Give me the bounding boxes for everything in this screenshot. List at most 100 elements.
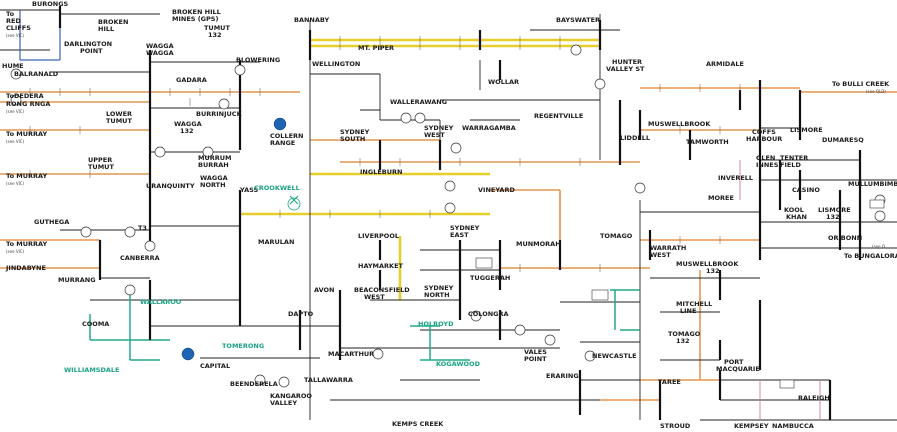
- label-avon: AVON: [314, 286, 334, 294]
- generators: [10, 44, 886, 389]
- label-wollar: WOLLAR: [488, 78, 519, 86]
- label-tumut-132: 132: [208, 31, 222, 39]
- generator-icon: [594, 78, 606, 90]
- label-muswellbrook-132: MUSWELLBROOK: [676, 260, 739, 268]
- label-beaconsfield-2: WEST: [364, 293, 385, 301]
- label-to-bulli-creek: To BULLI CREEK: [832, 80, 890, 88]
- transformer-icon: [475, 257, 493, 269]
- generator-icon: [450, 142, 462, 154]
- label-blowering: BLOWERING: [236, 56, 280, 64]
- generator-icon: [444, 180, 456, 192]
- label-kemps-creek: KEMPS CREEK: [392, 420, 444, 428]
- label-tuggerah: TUGGERAH: [470, 274, 510, 282]
- label-warragamba: WARRAGAMBA: [462, 124, 516, 132]
- label-to-dederang: To: [6, 92, 15, 100]
- label-darlington-2: POINT: [80, 47, 103, 55]
- label-beenderela: BEENDERELA: [230, 380, 278, 388]
- label-lismore-132: LISMORE: [818, 206, 851, 214]
- wind-farm-icon: [287, 197, 301, 211]
- generator-icon: [202, 146, 214, 158]
- generator-icon: [400, 112, 412, 124]
- label-armidale: ARMIDALE: [706, 60, 744, 68]
- label-sydney-east-2: EAST: [450, 231, 469, 239]
- converter-icon: [591, 289, 609, 301]
- lines-pink: [739, 160, 821, 420]
- label-gadara: GADARA: [176, 76, 207, 84]
- lines-132kv: [0, 9, 897, 421]
- label-sydney-west: SYDNEY: [424, 124, 454, 132]
- label-to-murray-3: To MURRAY: [6, 240, 47, 248]
- generator-icon: [218, 98, 230, 110]
- label-tallawarra: TALLAWARRA: [304, 376, 353, 384]
- label-muswellbrook-132-2: 132: [706, 267, 720, 275]
- generator-icon: [584, 350, 596, 362]
- label-collern-2: RANGE: [270, 139, 295, 147]
- label-newcastle: NEWCASTLE: [592, 352, 637, 360]
- label-canberra: CANBERRA: [120, 254, 160, 262]
- label-dederang: DEDERA: [14, 92, 44, 100]
- label-vales-point: VALES: [524, 348, 547, 356]
- label-nambucca: NAMBUCCA: [772, 422, 814, 430]
- generator-icon: [544, 334, 556, 346]
- generator-icon: [414, 112, 426, 124]
- breaker-ticks: [29, 36, 741, 272]
- generator-icon: [444, 202, 456, 214]
- hydro-generator-icon: [273, 117, 287, 131]
- label-yass: YASS: [239, 186, 259, 194]
- label-casino: CASINO: [792, 186, 820, 194]
- label-glen: GLEN: [756, 154, 775, 162]
- generator-icon: [144, 240, 156, 252]
- label-sydney-east: SYDNEY: [450, 224, 480, 232]
- label-sydney-south: SYDNEY: [340, 128, 370, 136]
- label-capital: CAPITAL: [200, 362, 230, 370]
- label-koolkhan: KOOL: [784, 206, 804, 214]
- lines-330kv: [0, 87, 897, 401]
- label-lismore: LISMORE: [790, 126, 823, 134]
- label-to-red-cliffs: To: [6, 10, 15, 18]
- generator-icon: [254, 374, 266, 386]
- label-jindabyne: JINDABYNE: [5, 264, 46, 272]
- label-lismore-132-2: 132: [826, 213, 840, 221]
- label-waratah: WARRATH: [650, 244, 686, 252]
- label-liverpool: LIVERPOOL: [358, 232, 399, 240]
- lines-renewable: [89, 289, 640, 361]
- label-guthega: GUTHEGA: [34, 218, 69, 226]
- generator-icon: [634, 182, 646, 194]
- label-munmorah: MUNMORAH: [516, 240, 561, 248]
- label-regentville: REGENTVILLE: [534, 112, 583, 120]
- label-collern: COLLERN: [270, 132, 303, 140]
- generator-icon: [10, 94, 22, 106]
- label-see-qld-2: (see Q: [872, 244, 885, 249]
- label-burrinjuck: BURRINJUCK: [196, 110, 243, 118]
- label-mt-piper: MT. PIPER: [358, 44, 394, 52]
- generator-icon: [124, 226, 136, 238]
- label-see-qld: (see QLD): [866, 89, 886, 94]
- label-murrang: MURRANG: [58, 276, 96, 284]
- label-mitchell-2: LINE: [680, 307, 696, 315]
- lines-blue: [19, 10, 61, 61]
- label-tamworth: TAMWORTH: [686, 138, 729, 146]
- label-see-vic-4: (see VIC): [6, 181, 25, 186]
- label-liddell: LIDDELL: [620, 134, 650, 142]
- label-mullumbimby: MULLUMBIMBY: [848, 180, 897, 188]
- label-macarthur: MACARTHUR: [328, 350, 374, 358]
- label-wallaroo: WALLAROO: [140, 298, 182, 306]
- label-darlington: DARLINGTON: [64, 40, 112, 48]
- generator-icon: [470, 310, 482, 322]
- label-broken-hill-mines: BROKEN HILL: [172, 8, 221, 16]
- label-tumut: TUMUT: [204, 24, 230, 32]
- label-wagga: WAGGA: [146, 42, 174, 50]
- label-tenterfield-2: FIELD: [780, 161, 801, 169]
- label-wagga-132: WAGGA: [174, 120, 202, 128]
- transformer-icon: [779, 379, 795, 389]
- label-marulan: MARULAN: [258, 238, 294, 246]
- label-red-cliffs-2: CLIFFS: [6, 24, 31, 32]
- label-sydney-south-2: SOUTH: [340, 135, 365, 143]
- label-to-murray-2: To MURRAY: [6, 172, 47, 180]
- label-hunter: HUNTER: [612, 58, 642, 66]
- hydro-generator-icon: [181, 347, 195, 361]
- label-raleigh: RALEIGH: [798, 394, 830, 402]
- label-hunter-2: VALLEY ST: [606, 65, 645, 73]
- label-tomerong: TOMERONG: [222, 342, 264, 350]
